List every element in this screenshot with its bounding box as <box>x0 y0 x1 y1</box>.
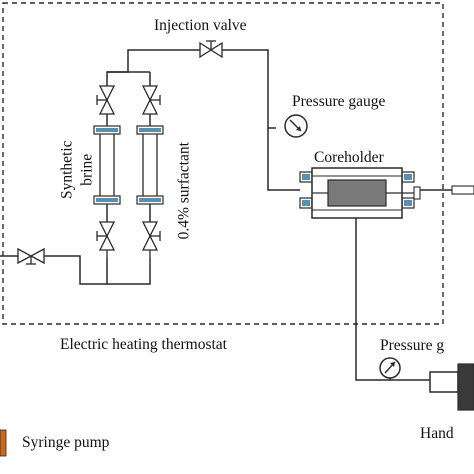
brine-cylinder <box>93 114 121 222</box>
injection-valve-label: Injection valve <box>154 17 247 34</box>
hand-pump-label: Hand <box>420 425 454 442</box>
brine-top-valve-icon <box>96 85 116 115</box>
surfactant-cylinder <box>136 114 164 222</box>
pressure-gauge-bottom-icon <box>379 357 401 380</box>
inlet-valve-icon <box>17 247 45 265</box>
pressure-gauge-bottom-label: Pressure g <box>380 337 445 354</box>
thermostat-label: Electric heating thermostat <box>60 336 227 353</box>
synthetic-brine-label-line2: brine <box>78 153 96 186</box>
coreholder-label: Coreholder <box>314 149 384 166</box>
thermostat-enclosure <box>2 2 444 325</box>
brine-bottom-valve-icon <box>96 221 116 258</box>
coreholder-icon <box>299 167 421 219</box>
surfactant-label: 0.4% surfactant <box>175 142 193 240</box>
piping <box>0 49 474 381</box>
pressure-gauge-top-icon <box>284 114 308 138</box>
hand-pump-icon <box>429 363 474 411</box>
outlet-tube-icon <box>451 185 474 195</box>
injection-valve-icon <box>199 40 223 59</box>
surfactant-bottom-valve-icon <box>141 221 161 258</box>
synthetic-brine-label-line1: Synthetic <box>58 140 76 200</box>
syringe-pump-legend-swatch <box>0 429 7 457</box>
syringe-pump-label: Syringe pump <box>22 434 110 451</box>
surfactant-top-valve-icon <box>141 85 161 115</box>
pressure-gauge-top-label: Pressure gauge <box>292 93 386 110</box>
